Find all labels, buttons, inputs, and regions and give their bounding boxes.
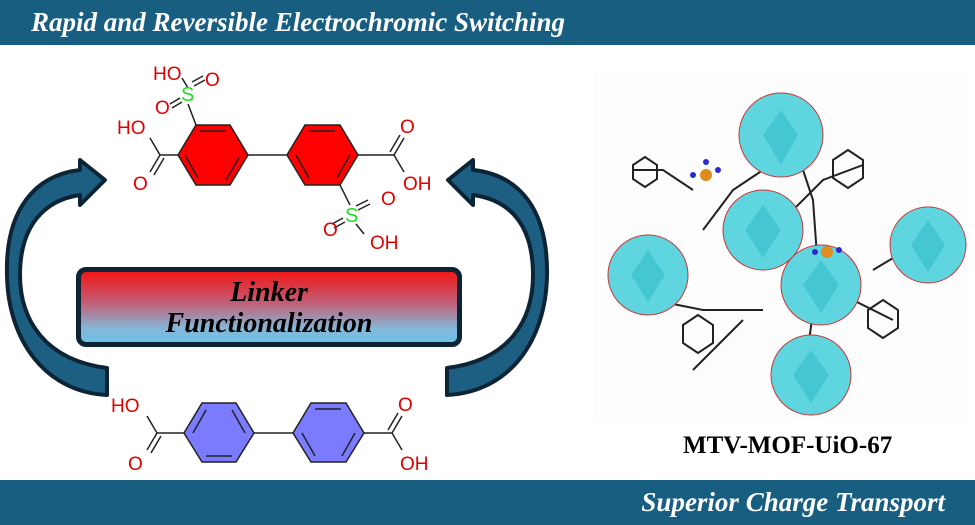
atom-label: O xyxy=(400,117,415,138)
atom-label: OH xyxy=(370,233,399,254)
atom-label: O xyxy=(128,454,143,475)
footer-banner: Superior Charge Transport xyxy=(0,480,975,525)
atom-label: OH xyxy=(400,454,429,475)
atom-label: HO xyxy=(117,118,146,139)
atom-label: O xyxy=(133,174,148,195)
top-molecule-structure xyxy=(149,75,405,235)
mof-structure-image xyxy=(593,70,968,420)
zr-cluster-icon xyxy=(607,92,967,416)
bottom-molecule-structure xyxy=(146,402,403,463)
header-banner: Rapid and Reversible Electrochromic Swit… xyxy=(0,0,975,45)
atom-label: S xyxy=(181,84,194,106)
linker-box-line1: Linker xyxy=(230,277,308,308)
atom-label: O xyxy=(205,70,220,91)
mof-label: MTV-MOF-UiO-67 xyxy=(683,432,893,459)
atom-label: O xyxy=(155,98,170,119)
linker-functionalization-box: Linker Functionalization xyxy=(76,267,462,347)
atom-label: OH xyxy=(403,174,432,195)
atom-label: HO xyxy=(153,64,182,85)
footer-title: Superior Charge Transport xyxy=(641,487,945,517)
left-curved-arrow-icon xyxy=(4,158,109,397)
linker-box-line2: Functionalization xyxy=(165,308,373,339)
linker-scheme: HO O O HO O O OH O O OH S S HO O O xyxy=(4,64,550,475)
header-title: Rapid and Reversible Electrochromic Swit… xyxy=(31,7,566,37)
atom-label: O xyxy=(381,189,396,210)
mof-framework-illustration xyxy=(607,92,967,416)
bottom-left-ring xyxy=(183,402,255,463)
atom-label: S xyxy=(345,205,358,227)
metal-center-icon xyxy=(700,169,833,258)
top-left-ring xyxy=(177,124,249,186)
right-curved-arrow-icon xyxy=(445,158,550,397)
atom-label: O xyxy=(398,395,413,416)
atom-label: HO xyxy=(111,396,140,417)
bottom-right-ring xyxy=(292,402,365,463)
atom-label: O xyxy=(323,220,338,241)
top-right-ring xyxy=(286,124,359,186)
